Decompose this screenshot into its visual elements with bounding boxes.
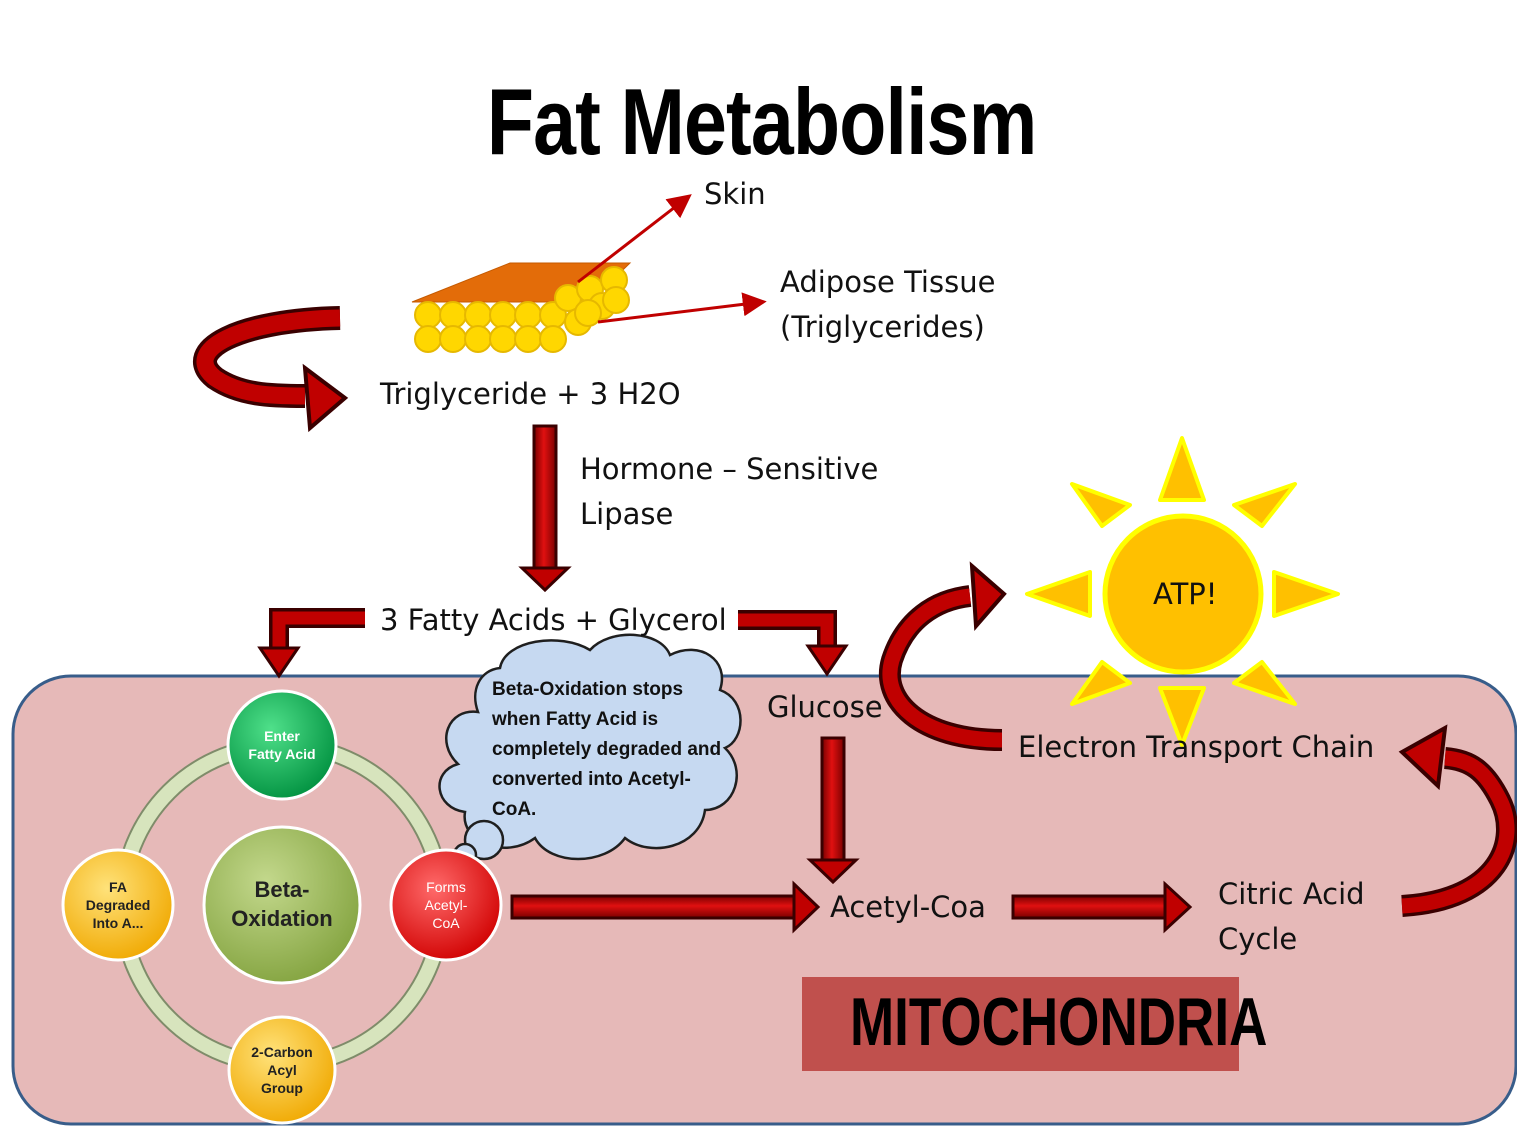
center-line2: Oxidation: [231, 906, 333, 931]
fatty-acids-label: 3 Fatty Acids + Glycerol: [380, 603, 727, 637]
mitochondria-label: MITOCHONDRIA: [849, 984, 1268, 1060]
glucose-label: Glucose: [767, 690, 883, 724]
curved-arrow-triglyceride: [193, 306, 349, 433]
skin-pointer-arrow: [577, 194, 692, 284]
acetyl-coa-label: Acetyl-Coa: [830, 890, 986, 924]
node-carbon-line1: 2-Carbon: [251, 1043, 313, 1060]
curved-arrow-to-atp: [879, 561, 1007, 751]
node-degraded-line2: Degraded: [85, 896, 151, 913]
node-carbon-line3: Group: [260, 1080, 303, 1097]
atp-sun: [1025, 436, 1340, 747]
node-enter-line2: Fatty Acid: [248, 746, 316, 762]
node-degraded-line1: FA: [109, 878, 127, 895]
adipose-label-line1: Adipose Tissue: [780, 265, 996, 299]
curved-arrow-to-etc: [1398, 724, 1517, 917]
arrow-to-citric-acid: [1011, 880, 1193, 934]
cloud-text: Beta-Oxidation stops when Fatty Acid is …: [492, 679, 722, 820]
down-arrow-glucose: [806, 736, 860, 885]
node-enter-circle: [226, 689, 338, 801]
etc-label: Electron Transport Chain: [1018, 730, 1375, 764]
node-carbon-circle: [227, 1015, 337, 1125]
lipase-label-line1: Hormone – Sensitive: [580, 452, 879, 486]
node-carbon-line2: Acyl: [267, 1061, 297, 1078]
elbow-arrow-right: [738, 610, 849, 677]
node-enter-line1: Enter: [264, 727, 300, 744]
node-forms-circle: [389, 848, 503, 962]
citric-acid-label-line2: Cycle: [1218, 922, 1298, 956]
triglyceride-label: Triglyceride + 3 H2O: [380, 377, 681, 411]
down-arrow-lipase: [518, 424, 572, 593]
mitochondria-label-box: [802, 977, 1239, 1071]
adipose-label-line2: (Triglycerides): [780, 310, 985, 344]
center-circle: [202, 825, 362, 985]
node-forms-line2: Acetyl-: [424, 896, 468, 913]
fat-tissue-illustration: [411, 262, 632, 353]
elbow-arrow-left: [257, 608, 365, 679]
citric-acid-label-line1: Citric Acid: [1218, 877, 1365, 911]
center-beta-oxidation: Beta- Oxidation: [204, 827, 360, 983]
lipase-label-line2: Lipase: [580, 497, 674, 531]
adipose-pointer-arrow: [597, 292, 767, 324]
atp-label: ATP!: [1153, 577, 1218, 611]
page-title: Fat Metabolism: [486, 69, 1037, 174]
node-degraded-circle: [61, 848, 175, 962]
skin-label: Skin: [704, 177, 766, 211]
node-degraded-line3: Into A...: [92, 915, 144, 932]
node-forms-line1: Forms: [426, 878, 466, 895]
arrow-to-acetyl-coa: [510, 880, 821, 934]
node-forms-line3: CoA: [432, 915, 460, 932]
center-line1: Beta-: [254, 877, 310, 903]
